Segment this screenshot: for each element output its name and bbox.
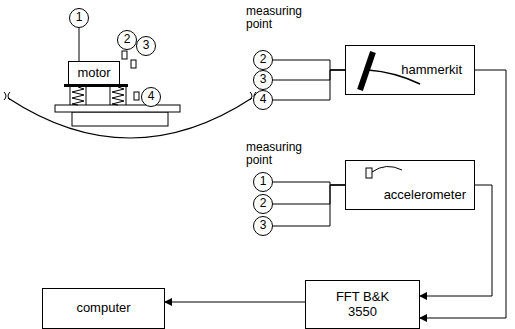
sensor-mark [122, 51, 127, 59]
leader-line [79, 28, 80, 61]
signal-line [273, 70, 345, 100]
foundation [72, 112, 168, 126]
callout-text: 2 [124, 33, 131, 47]
box-label: accelerometer [384, 188, 466, 203]
callout-number: 2 [253, 194, 273, 214]
callout-number: 1 [253, 172, 273, 192]
callout-text: 1 [76, 11, 83, 25]
signal-line [273, 185, 345, 226]
spring-coil [112, 87, 124, 105]
analyzer-box: FFT B&K 3550 [305, 280, 420, 329]
spring-coil [72, 87, 84, 105]
callout-text: 4 [260, 93, 267, 107]
callout-number: 3 [136, 36, 156, 56]
callout-text: 3 [260, 73, 267, 87]
callout-number: 2 [253, 50, 273, 70]
callout-text: 3 [260, 219, 267, 233]
group-label: measuring point [246, 5, 302, 31]
box-label: hammerkit [401, 63, 462, 78]
sensor-mark [134, 92, 139, 100]
signal-line [273, 70, 345, 80]
callout-number: 4 [253, 90, 273, 110]
callout-number: 4 [141, 87, 161, 107]
callout-text: 2 [260, 197, 267, 211]
callout-number: 3 [253, 70, 273, 90]
spring-coils [72, 87, 124, 105]
callout-number: 3 [253, 216, 273, 236]
accelerometer-sensor [366, 168, 372, 178]
callout-text: 4 [148, 90, 155, 104]
signal-line [273, 60, 345, 70]
sensor-cable [372, 166, 402, 172]
group-label: measuring point [246, 141, 302, 167]
box-label: computer [76, 301, 130, 316]
motor-box: motor [68, 61, 120, 86]
callout-text: 1 [260, 175, 267, 189]
instrument-box: hammerkit [345, 45, 475, 95]
callout-number: 1 [69, 8, 89, 28]
base-plate [55, 105, 180, 112]
box-label: motor [77, 66, 110, 81]
box-label: FFT B&K 3550 [332, 290, 394, 320]
hull-curve [8, 98, 252, 138]
callout-number: 2 [117, 30, 137, 50]
instrument-box: accelerometer [345, 160, 475, 210]
sensor-mark [131, 60, 136, 68]
mount-frame [70, 85, 126, 105]
signal-line [165, 302, 305, 303]
callout-text: 3 [143, 39, 150, 53]
computer-box: computer [42, 288, 165, 329]
break-mark [4, 92, 10, 100]
signal-line [273, 185, 345, 204]
callout-text: 2 [260, 53, 267, 67]
